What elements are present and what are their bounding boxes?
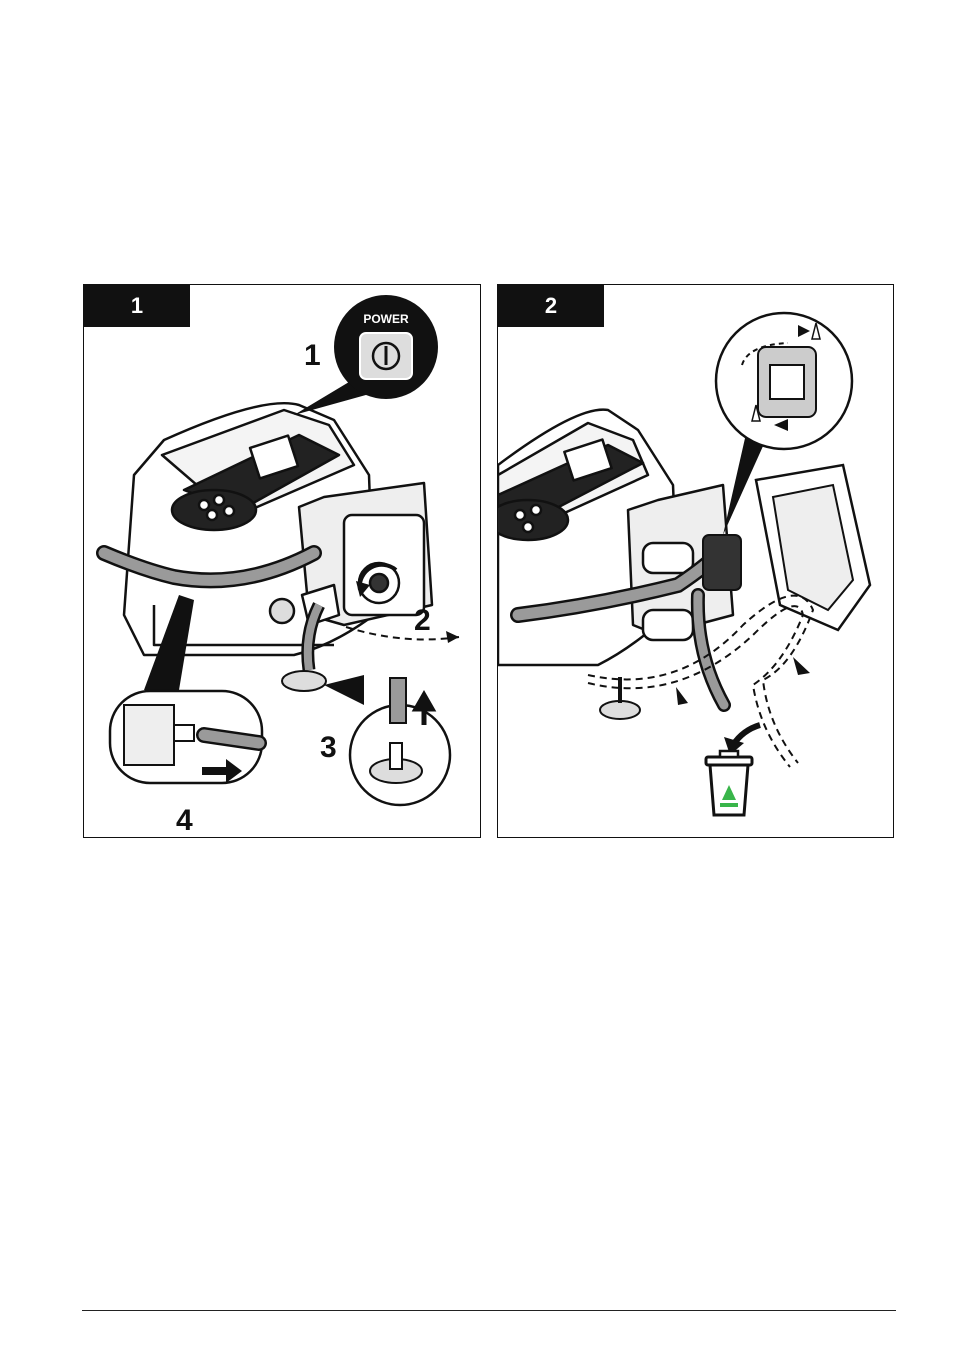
callout-4: 4 — [176, 804, 193, 837]
power-label: POWER — [363, 312, 409, 326]
sampler-illustration-2 — [498, 285, 894, 838]
sampler-device — [124, 403, 432, 655]
remove-arrow — [346, 627, 459, 639]
trash-can-icon — [706, 751, 752, 815]
callout-1: 1 — [304, 339, 321, 372]
figure-panel-1: 1 POWER — [83, 284, 481, 838]
figure-panel-2: 2 — [497, 284, 894, 838]
callout-2: 2 — [414, 604, 431, 637]
sampler-illustration-1: POWER — [84, 285, 481, 838]
footer-rule — [82, 1310, 896, 1311]
callout-3: 3 — [320, 731, 337, 764]
fitting-zoom-callout — [324, 675, 450, 805]
